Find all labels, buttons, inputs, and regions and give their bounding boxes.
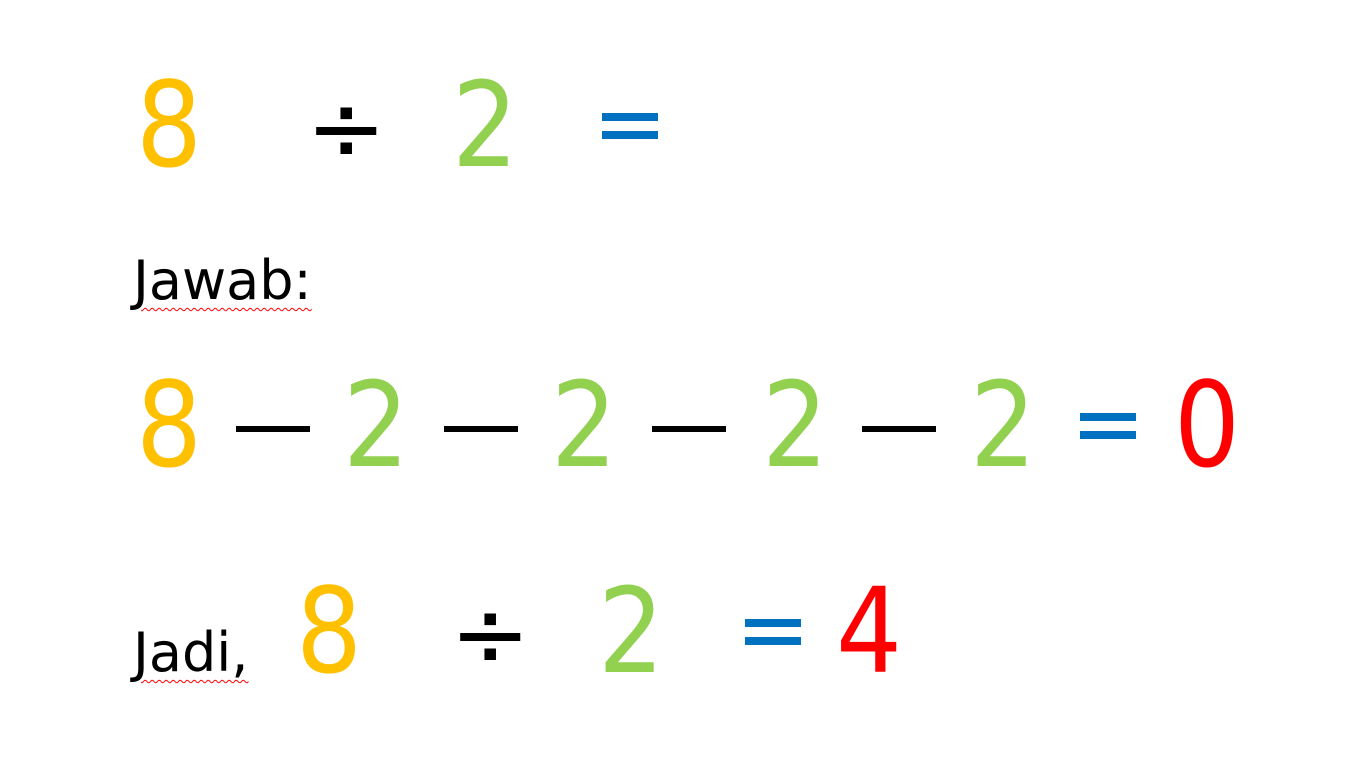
division-sign: ÷	[306, 72, 387, 184]
equals-sign	[602, 113, 658, 139]
divisor-number: 2	[598, 562, 665, 700]
equals-sign	[1080, 413, 1136, 439]
minus-sign	[236, 426, 310, 432]
subtracted-term: 2	[762, 356, 829, 494]
minus-sign	[862, 426, 936, 432]
result-number: 4	[836, 562, 903, 700]
dividend-number: 8	[296, 562, 363, 700]
minus-sign	[652, 426, 726, 432]
dividend-number: 8	[136, 56, 203, 194]
subtracted-term: 2	[551, 356, 618, 494]
result-number: 0	[1174, 356, 1241, 494]
division-sign: ÷	[450, 578, 531, 690]
answer-label: Jawab:	[133, 249, 312, 312]
divisor-number: 2	[452, 56, 519, 194]
start-number: 8	[136, 356, 203, 494]
subtracted-term: 2	[970, 356, 1037, 494]
equals-sign	[745, 619, 801, 645]
subtracted-term: 2	[343, 356, 410, 494]
minus-sign	[444, 426, 518, 432]
conclusion-label: Jadi,	[133, 621, 249, 684]
